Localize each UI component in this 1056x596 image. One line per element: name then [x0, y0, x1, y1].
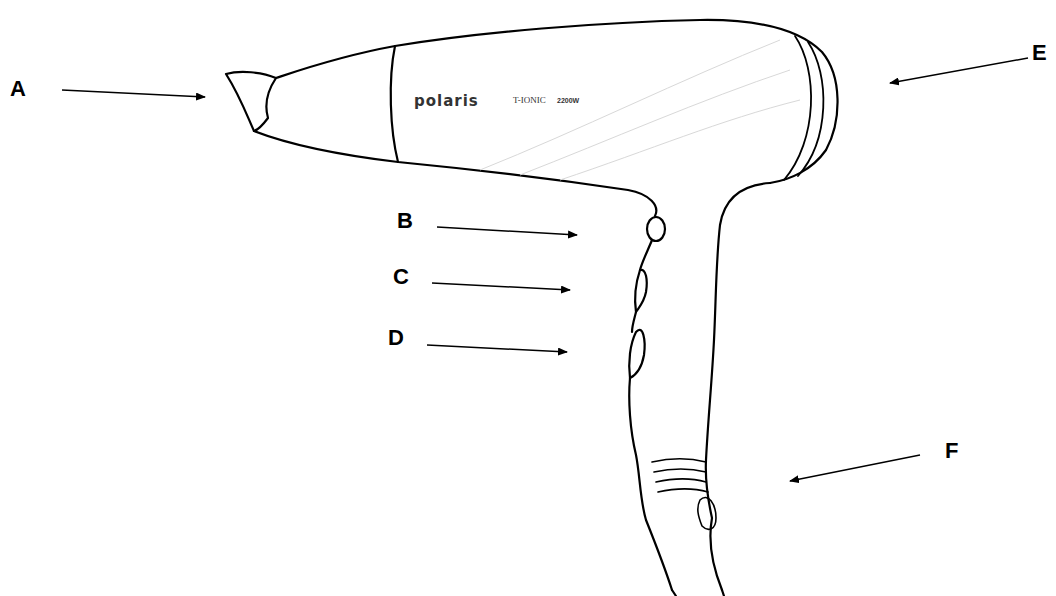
rear-ring: [784, 36, 811, 180]
part-letter: C: [393, 266, 409, 288]
power-rating: 2200W: [557, 97, 579, 104]
cool-shot-button: [647, 217, 665, 241]
hang-loop: [698, 497, 716, 529]
rear-ring: [798, 42, 823, 176]
leader-arrow: [432, 283, 570, 290]
part-letter: D: [388, 327, 404, 349]
grip-ribs: [652, 459, 708, 492]
handle-back: [706, 183, 770, 590]
leader-arrow: [790, 455, 920, 481]
nozzle-outline: [226, 72, 276, 131]
leader-arrow: [437, 227, 577, 235]
body-outline: [276, 20, 838, 183]
body-divider: [391, 46, 398, 162]
body-underside: [254, 131, 656, 216]
leader-arrow: [427, 345, 567, 352]
heat-switch: [635, 270, 647, 312]
cord: [672, 590, 724, 596]
part-letter: E: [1032, 42, 1047, 64]
handle-front: [629, 240, 672, 590]
leader-arrow: [890, 58, 1028, 83]
brand-name: polaris: [414, 94, 479, 109]
part-letter: F: [945, 440, 958, 462]
part-letter: B: [397, 210, 413, 232]
part-letter: A: [10, 78, 26, 100]
leader-arrow: [62, 90, 205, 97]
model-name: T-IONIC: [513, 96, 546, 105]
speed-switch: [629, 330, 644, 378]
